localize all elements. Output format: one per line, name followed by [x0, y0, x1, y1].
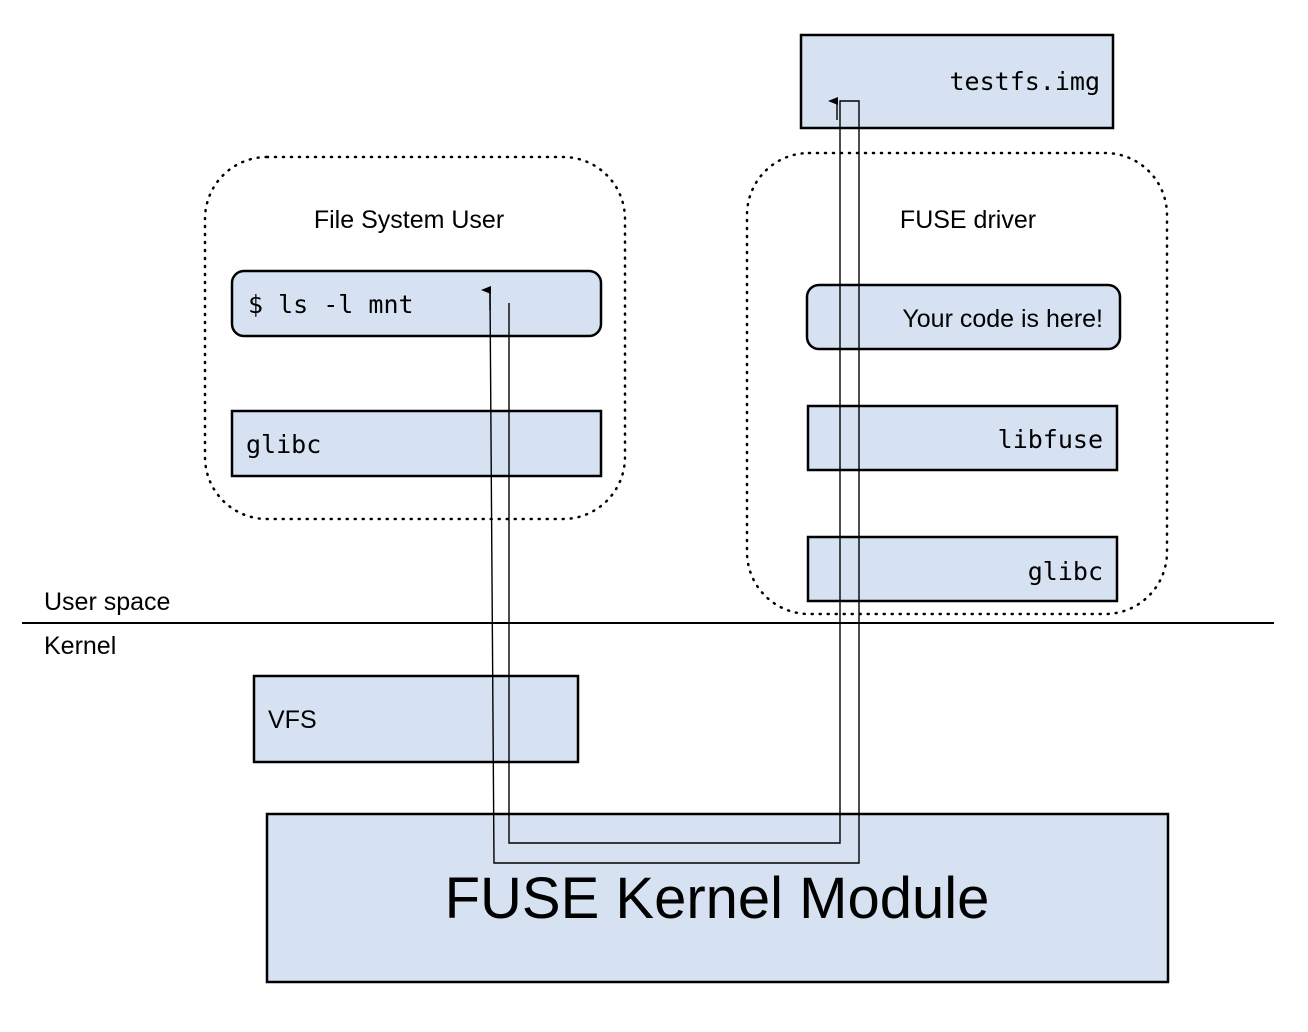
vfs-box: VFS — [252, 674, 580, 764]
driver-glibc-label: glibc — [1028, 557, 1103, 586]
libfuse-label: libfuse — [998, 425, 1103, 454]
user-glibc-box: glibc — [230, 409, 603, 478]
libfuse-box: libfuse — [806, 404, 1119, 472]
your-code-label: Your code is here! — [902, 305, 1103, 333]
testfs-image-box: testfs.img — [799, 33, 1115, 130]
vfs-label: VFS — [268, 706, 317, 734]
file-system-user-group — [203, 155, 627, 521]
user-space-label: User space — [44, 588, 170, 616]
driver-glibc-box: glibc — [806, 535, 1119, 603]
fuse-kernel-module-box: FUSE Kernel Module — [265, 812, 1170, 984]
testfs-image-label: testfs.img — [949, 67, 1100, 96]
file-system-user-title: File System User — [314, 206, 504, 234]
fuse-driver-group — [745, 151, 1169, 616]
fuse-driver-title: FUSE driver — [900, 206, 1036, 234]
request-flow-path — [489, 100, 860, 864]
user-glibc-label: glibc — [246, 430, 321, 459]
ls-command-text: $ ls -l mnt — [248, 290, 414, 319]
fuse-kernel-module-label: FUSE Kernel Module — [445, 866, 990, 931]
your-code-box: Your code is here! — [805, 283, 1122, 351]
kernel-label: Kernel — [44, 632, 116, 660]
ls-command-box: $ ls -l mnt — [230, 269, 603, 338]
